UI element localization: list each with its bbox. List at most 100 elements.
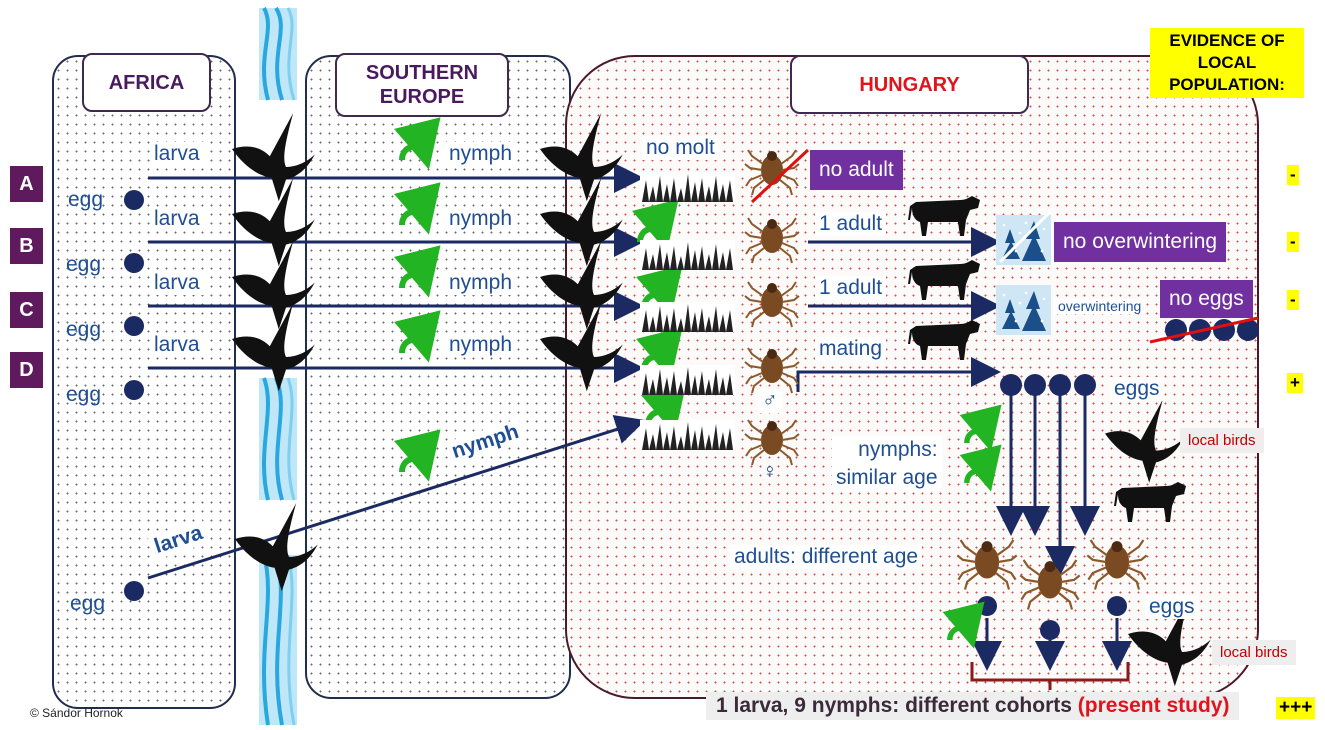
copyright-text: © Sándor Hornok	[30, 706, 123, 720]
evidence-b: -	[1287, 232, 1299, 252]
female-symbol: ♀	[762, 460, 778, 483]
nymph-label-c: nymph	[445, 271, 517, 295]
tick-icon	[956, 538, 1018, 591]
cohort-bracket	[970, 662, 1130, 690]
egg-dot-icon	[124, 316, 144, 336]
one-adult-label-c: 1 adult	[815, 276, 887, 300]
no-overwintering-strike	[998, 210, 1052, 264]
cow-icon	[908, 260, 980, 300]
grass-icon	[640, 420, 735, 450]
grass-icon	[640, 365, 735, 395]
row-label-c: C	[10, 292, 43, 328]
molt-arrow-icon	[402, 340, 426, 353]
egg-label-d: egg	[66, 383, 102, 406]
nymphs-label-line2: similar age	[836, 466, 938, 489]
tick-icon	[1019, 558, 1081, 611]
africa-title: AFRICA	[82, 53, 211, 112]
africa-title-text: AFRICA	[108, 71, 185, 94]
no-overwintering-box: no overwintering	[1054, 222, 1227, 262]
egg-label-c: egg	[66, 318, 102, 341]
bird-icon	[540, 113, 623, 202]
evidence-header-line2: POPULATION:	[1169, 75, 1285, 94]
egg-dot-icon	[124, 190, 144, 210]
present-study-main-text: 1 larva, 9 nymphs: different cohorts	[716, 694, 1078, 717]
water-strip-bottom	[259, 377, 297, 726]
row-label-a: A	[10, 166, 43, 202]
nymphs-label-line1: nymphs:	[858, 438, 938, 461]
bird-icon	[540, 303, 623, 392]
eggs-label-bottom: eggs	[1145, 595, 1199, 619]
molt-arrow-icon	[967, 431, 989, 443]
molt-arrow-icon	[950, 628, 972, 640]
bird-icon	[232, 178, 315, 267]
tick-icon	[744, 149, 800, 196]
row-label-b: B	[10, 228, 43, 264]
nymph-label-a: nymph	[445, 142, 517, 166]
grass-icon	[640, 240, 735, 270]
cow-icon	[908, 320, 980, 360]
egg-dot-icon	[124, 581, 144, 601]
evidence-a: -	[1287, 165, 1299, 185]
egg-dot-icon	[124, 380, 144, 400]
local-birds-label-2: local birds	[1212, 640, 1296, 665]
hungary-title-text: HUNGARY	[859, 73, 960, 96]
molt-arrow-icon	[967, 471, 989, 483]
bird-icon	[540, 178, 623, 267]
nymph-label-d: nymph	[445, 333, 517, 357]
larva-label-b: larva	[150, 207, 204, 231]
arrow-bottom-diagonal	[147, 414, 646, 580]
cow-icon	[1114, 482, 1186, 522]
egg-dot-icon	[124, 253, 144, 273]
cow-icon	[908, 196, 980, 236]
nymph-label-b: nymph	[445, 207, 517, 231]
male-symbol: ♂	[758, 389, 782, 413]
present-study-red-text: (present study)	[1077, 694, 1230, 717]
southern-europe-title-text: SOUTHERN EUROPE	[365, 62, 479, 108]
tick-icon	[744, 347, 800, 394]
egg-label-a: egg	[68, 188, 104, 211]
mating-label: mating	[815, 337, 887, 361]
row-label-d: D	[10, 352, 43, 388]
bird-icon	[540, 241, 623, 330]
evidence-header-line1: EVIDENCE OF LOCAL	[1169, 31, 1285, 72]
larva-label-d: larva	[150, 333, 204, 357]
molt-arrow-icon	[402, 212, 426, 225]
evidence-present: +++	[1276, 697, 1316, 719]
bird-icon	[235, 503, 318, 592]
molt-arrow-icon	[402, 275, 426, 288]
molt-arrow-icon	[402, 147, 426, 160]
evidence-c: -	[1287, 290, 1299, 310]
tick-icon	[744, 419, 800, 466]
no-adult-box: no adult	[810, 150, 903, 190]
present-study-statement: 1 larva, 9 nymphs: different cohorts (pr…	[706, 692, 1240, 720]
tick-strike	[750, 148, 810, 204]
africa-region	[52, 55, 236, 709]
overwintering-label: overwintering	[1054, 298, 1146, 314]
no-molt-label: no molt	[642, 136, 719, 160]
bird-icon	[232, 303, 315, 392]
hungary-title: HUNGARY	[790, 55, 1029, 114]
grass-icon	[640, 302, 735, 332]
winter-tree-icon	[996, 285, 1051, 335]
tick-icon	[1086, 538, 1148, 591]
tick-icon	[744, 281, 800, 328]
evidence-header: EVIDENCE OF LOCAL POPULATION:	[1150, 28, 1304, 98]
one-adult-label-b: 1 adult	[815, 212, 887, 236]
local-birds-label-1: local birds	[1180, 428, 1264, 453]
nymphs-similar-age: nymphs: similar age	[832, 436, 942, 492]
no-eggs-strike	[1149, 316, 1259, 344]
grass-icon	[640, 172, 735, 202]
bird-icon	[232, 241, 315, 330]
eggs-label: eggs	[1110, 377, 1164, 401]
molt-arrow-icon	[402, 459, 426, 472]
evidence-d: +	[1287, 373, 1303, 393]
arrow-d-mating	[796, 357, 1001, 392]
larva-label-a: larva	[150, 142, 204, 166]
bird-icon	[232, 113, 315, 202]
tick-icon	[744, 217, 800, 264]
southern-europe-title: SOUTHERN EUROPE	[335, 53, 509, 117]
no-eggs-box: no eggs	[1160, 280, 1253, 318]
bird-icon	[1105, 399, 1184, 483]
